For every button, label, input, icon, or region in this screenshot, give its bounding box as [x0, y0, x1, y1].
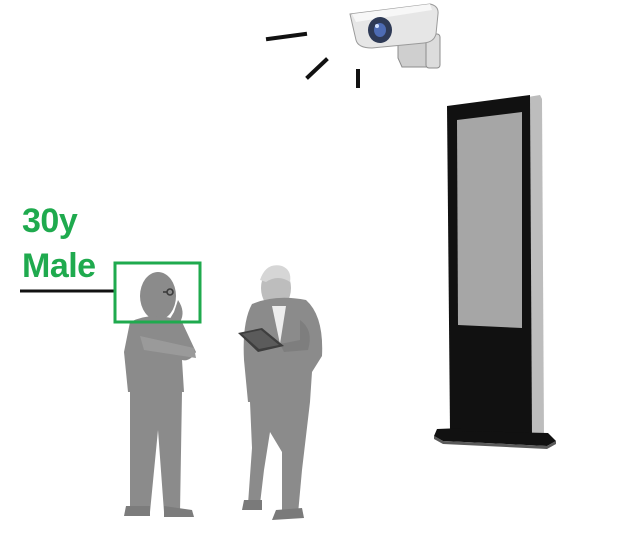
digital-signage-kiosk-icon	[434, 95, 556, 449]
person-observer	[124, 272, 196, 517]
security-camera-icon	[265, 3, 441, 88]
face-bounding-box	[113, 261, 202, 324]
camera-signal-lines	[265, 31, 360, 88]
face-detection-overlay	[20, 261, 202, 324]
kiosk-screen	[457, 112, 522, 328]
detected-age-label: 30y	[22, 202, 78, 240]
person-with-tablet	[238, 265, 323, 520]
detected-gender-label: Male	[22, 247, 96, 285]
